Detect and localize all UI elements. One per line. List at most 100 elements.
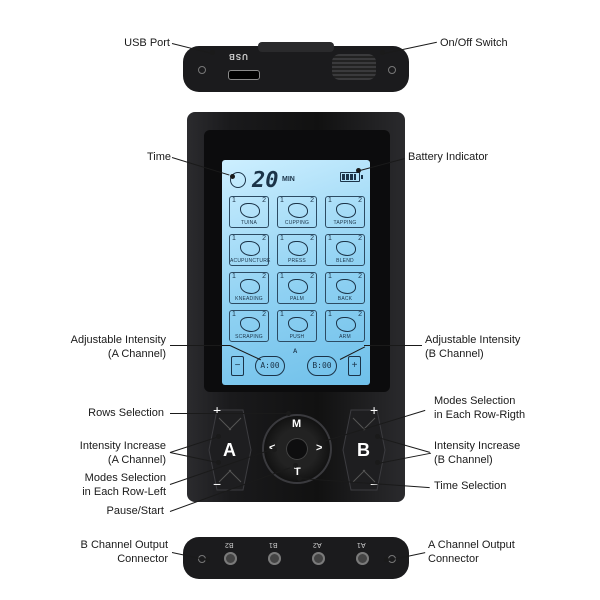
lcd-minus-indicator: − [231,356,244,376]
pause-start-label: Pause/Start [106,505,164,517]
rows-leader-dot [286,411,291,416]
a1-jack-label: A1 [357,541,366,548]
rows-selection-label: Rows Selection [88,407,164,419]
top-cap-screw-right [388,66,396,74]
inc-a-dot-up [216,434,221,439]
a-output-dot [384,557,389,562]
mode-right-button[interactable]: > [316,442,323,454]
a-minus-button[interactable]: − [213,476,222,492]
b-plus-button[interactable]: + [370,402,379,418]
a-intensity-display: A:00 [255,356,285,376]
modes-right-dot [318,440,323,445]
pause-start-dot [293,463,298,468]
modes-right-label-2: in Each Row-Rigth [434,409,526,421]
massage-icon [288,317,308,332]
inc-a-label-1: Intensity Increase [79,440,166,452]
b-intensity-display: B:00 [307,356,337,376]
a-plus-button[interactable]: + [213,402,222,418]
time-leader-dot [230,174,235,179]
massage-icon [336,279,356,294]
b1-jack[interactable] [268,552,281,565]
b-letter: B [357,440,370,460]
inc-b-label-1: Intensity Increase [434,440,521,452]
rows-selection-button[interactable]: M [292,418,302,430]
adj-a-label-2: (A Channel) [107,348,166,360]
b2-jack-label: B2 [225,541,234,548]
adj-b-label-1: Adjustable Intensity [425,334,521,346]
usb-leader-dot [210,50,215,55]
massage-icon [336,203,356,218]
lcd-plus-indicator: + [348,356,361,376]
a-output-label-2: Connector [428,553,479,565]
modes-left-label-1: Modes Selection [84,472,166,484]
massage-icon [336,241,356,256]
on-off-switch-label: On/Off Switch [440,37,508,49]
massage-icon [240,279,260,294]
a-channel-rocker[interactable] [207,408,253,492]
a-letter: A [223,440,236,460]
top-cap-screw-left [198,66,206,74]
adj-a-label-1: Adjustable Intensity [70,334,166,346]
a2-jack-label: A2 [313,541,322,548]
b1-jack-label: B1 [269,541,278,548]
massage-icon [288,241,308,256]
adj-a-leader [170,345,230,346]
massage-icon [240,241,260,256]
b-output-label-1: B Channel Output [80,539,168,551]
inc-b-dot-down [375,460,380,465]
clock-icon [230,172,246,188]
inc-a-label-2: (A Channel) [107,454,166,466]
time-selection-label: Time Selection [434,480,507,492]
usb-port[interactable] [228,70,260,80]
time-unit: MIN [282,176,295,183]
top-cap-ridge [258,42,334,52]
on-off-switch[interactable] [332,54,376,80]
massage-icon [240,203,260,218]
massage-icon [288,203,308,218]
massage-icon [240,317,260,332]
a2-jack[interactable] [312,552,325,565]
time-label: Time [146,151,171,163]
battery-leader-dot [356,168,361,173]
b-output-label-2: Connector [117,553,168,565]
adj-b-leader [364,345,422,346]
bottom-cap [183,537,409,579]
pause-start-button[interactable] [286,438,308,460]
a-output-label-1: A Channel Output [428,539,515,551]
time-selection-dot [297,476,302,481]
usb-port-label-print: USB [228,52,248,61]
battery-icon [340,172,363,182]
inc-b-label-2: (B Channel) [434,454,493,466]
time-display: 20 [252,168,279,193]
inc-b-dot-up [375,434,380,439]
massage-icon [288,279,308,294]
a1-jack[interactable] [356,552,369,565]
b2-jack[interactable] [224,552,237,565]
b-channel-rocker[interactable] [341,408,387,492]
modes-right-label-1: Modes Selection [434,395,516,407]
switch-leader-dot [380,50,385,55]
usb-port-label: USB Port [124,37,170,49]
battery-indicator-label: Battery Indicator [408,151,489,163]
inc-a-dot-down [216,460,221,465]
b-output-dot [205,557,210,562]
time-selection-button[interactable]: T [294,466,301,478]
channel-mark: A [293,349,298,355]
massage-icon [336,317,356,332]
modes-left-dot [272,447,277,452]
rows-leader [170,413,288,414]
modes-left-label-2: in Each Row-Left [82,486,166,498]
adj-b-label-2: (B Channel) [425,348,484,360]
